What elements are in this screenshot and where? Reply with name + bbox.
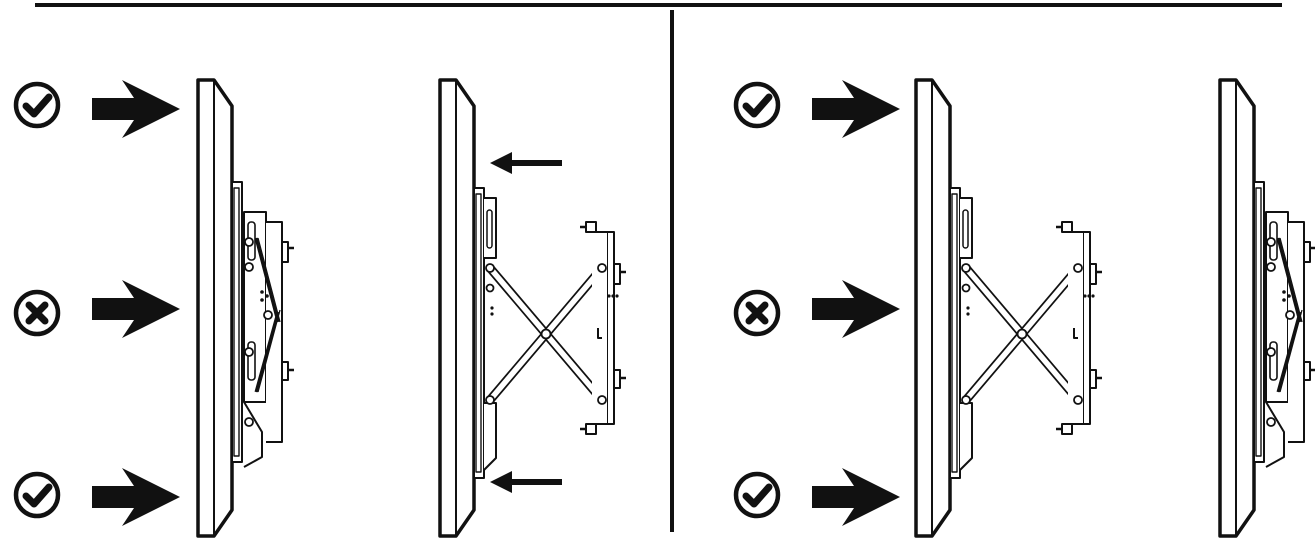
tv-panel-pushed [196, 78, 234, 538]
push-arrow-icon [812, 280, 900, 338]
check-circle-icon [16, 474, 58, 516]
push-arrow-icon [812, 468, 900, 526]
bracket-extended [474, 188, 626, 478]
check-circle-icon [736, 474, 778, 516]
push-arrow-icon [812, 80, 900, 138]
tv-panel-extended [438, 78, 476, 538]
panel-1 [16, 78, 626, 538]
x-circle-icon [16, 292, 58, 334]
thin-arrow-left-icon [490, 152, 562, 174]
check-circle-icon [736, 84, 778, 126]
push-arrow-icon [92, 468, 180, 526]
bracket-extended [950, 188, 1102, 478]
thin-arrow-left-icon [490, 471, 562, 493]
bracket-collapsed [1252, 180, 1315, 469]
panel-2 [736, 78, 1315, 538]
push-arrow-icon [92, 80, 180, 138]
check-circle-icon [16, 84, 58, 126]
bracket-collapsed [230, 180, 296, 469]
x-circle-icon [736, 292, 778, 334]
push-arrow-icon [92, 280, 180, 338]
tv-panel-flush [1218, 78, 1256, 538]
tv-panel-pushed [914, 78, 952, 538]
